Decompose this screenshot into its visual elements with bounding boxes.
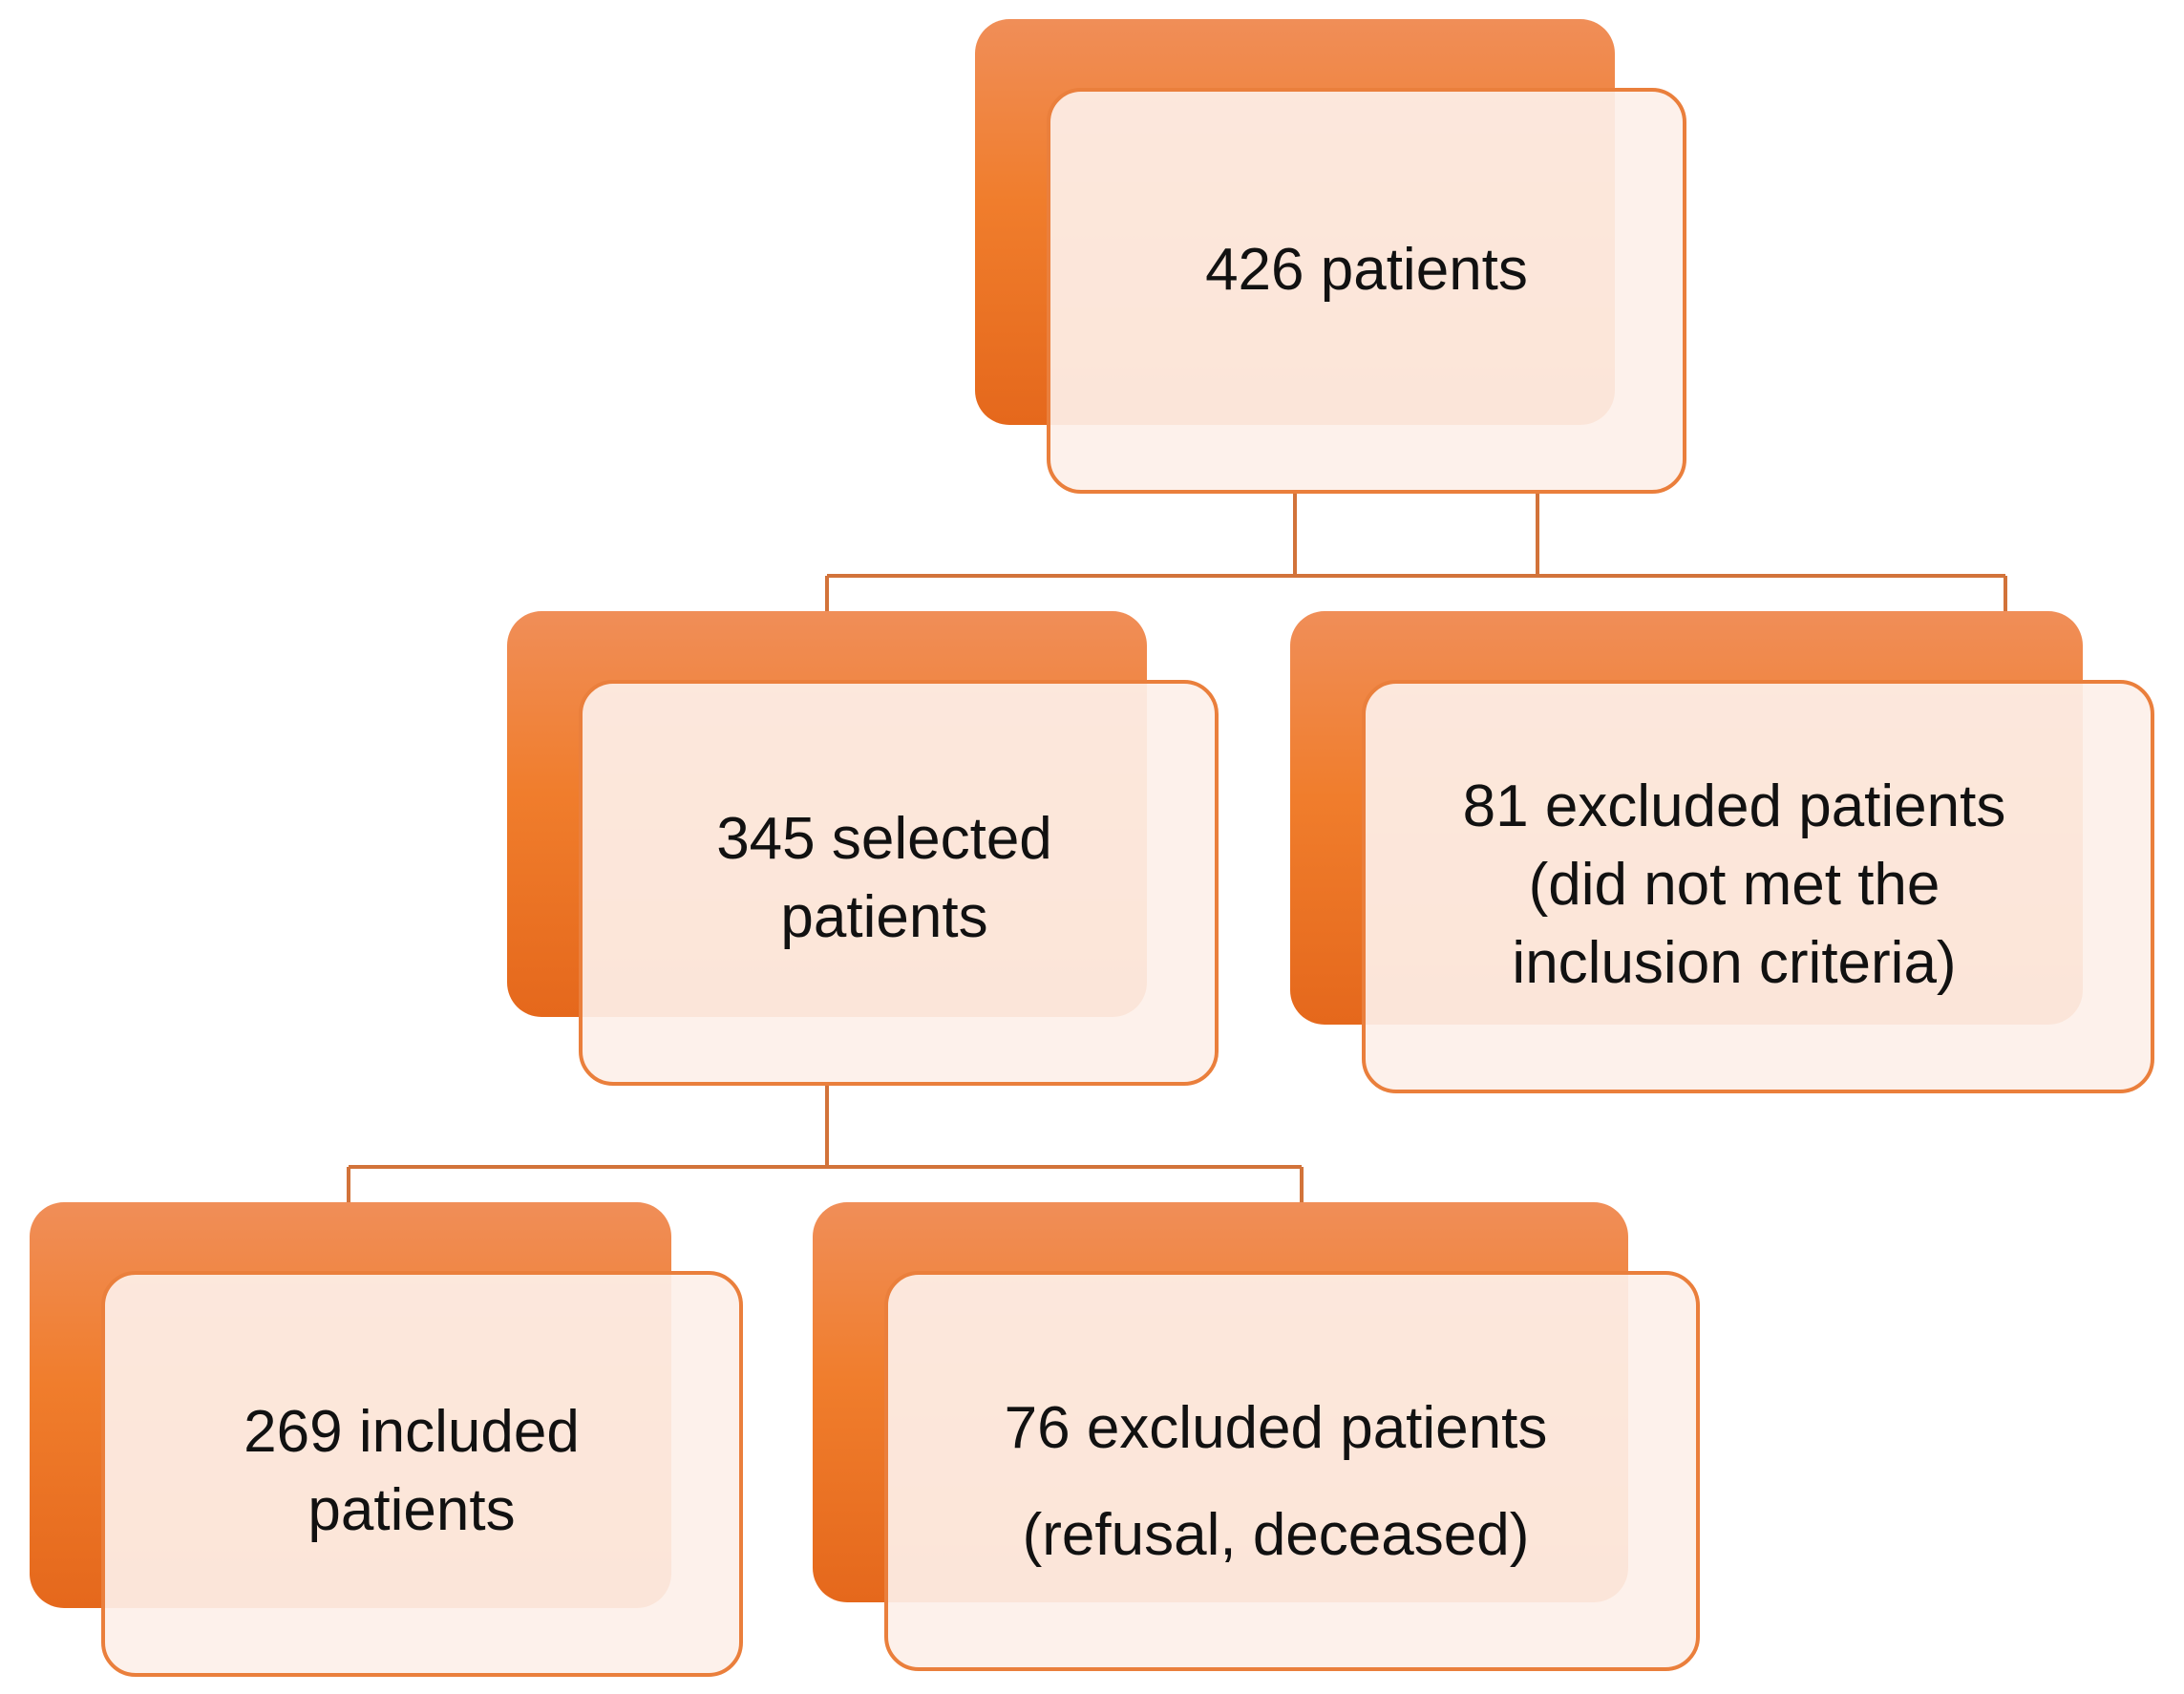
node-label: 426 patients <box>1142 231 1591 309</box>
node-front-box <box>579 680 1219 1086</box>
node-label-line: 269 included <box>244 1399 580 1465</box>
node-front-box <box>1047 88 1686 494</box>
node-label: 81 excluded patients (did not met the in… <box>1400 768 2068 1003</box>
node-label-line: 426 patients <box>1205 237 1528 303</box>
node-label: 269 included patients <box>201 1393 622 1550</box>
node-label: 345 selected patients <box>660 800 1109 957</box>
node-label: 76 excluded patients (refusal, deceased) <box>965 1375 1586 1589</box>
node-label-line: (refusal, deceased) <box>1022 1502 1530 1568</box>
node-label-line: (did not met the <box>1528 852 1940 918</box>
node-label-line: 76 excluded patients <box>1004 1395 1548 1461</box>
node-label-line: inclusion criteria) <box>1512 930 1957 996</box>
node-front-box <box>884 1271 1700 1671</box>
node-label-line: 81 excluded patients <box>1462 773 2006 839</box>
node-front-box <box>101 1271 743 1677</box>
node-label-line: patients <box>780 884 988 950</box>
node-label-line: 345 selected <box>716 806 1052 872</box>
node-front-box <box>1362 680 2154 1093</box>
node-label-line: patients <box>307 1477 516 1543</box>
